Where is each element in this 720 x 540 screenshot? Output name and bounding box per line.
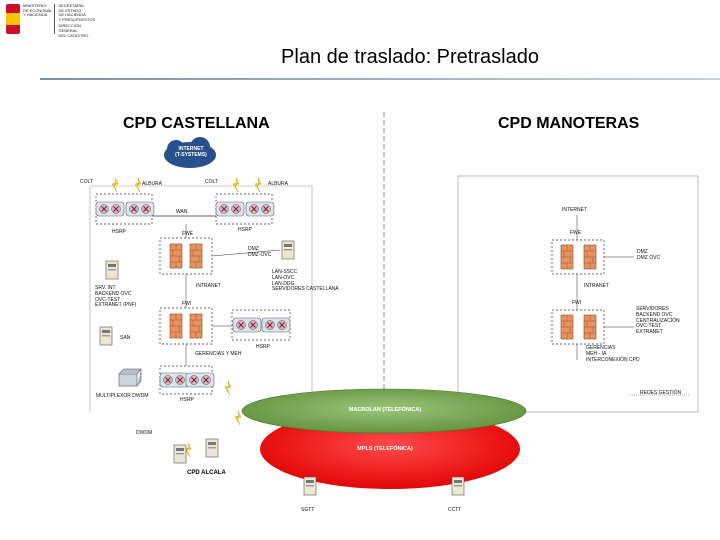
cctt-label: CCTT: [448, 507, 462, 513]
router-icon: [159, 372, 189, 388]
link-bolt-icon: [234, 410, 242, 426]
internet-cloud-label: INTERNET (T-SYSTEMS): [175, 146, 207, 158]
intranet-label: INTRANET: [584, 283, 609, 289]
firewall-icon: [583, 314, 597, 340]
coat-of-arms-icon: [6, 4, 20, 34]
manoteras-title: CPD MANOTERAS: [498, 115, 640, 132]
ministry-name: MINISTERIO DE ECONOMÍA Y HACIENDA: [23, 3, 52, 18]
server-icon: [105, 260, 119, 280]
link-bolt-icon: [134, 177, 142, 193]
albura-label: ALBURA: [268, 181, 289, 187]
direccion-name: DIRECCIÓN GENERAL DEL CATASTRO: [58, 23, 89, 38]
router-icon: [215, 201, 245, 217]
router-icon: [261, 317, 291, 333]
secretaria-name: SECRETARÍA DE ESTADO DE HACIENDA Y PRESU…: [58, 3, 95, 22]
servidores-label: SERVIDORES BACKEND OVC CENTRALIZACIÓN OV…: [636, 306, 680, 336]
fwe-label: FWE: [182, 231, 194, 237]
intranet-label: INTRANET: [196, 283, 221, 289]
macrolan-cloud: [241, 388, 527, 434]
router-icon: [95, 201, 125, 217]
cpd-alcala-label: CPD ALCALA: [187, 470, 226, 476]
link-bolt-icon: [232, 177, 240, 193]
firewall-icon: [560, 314, 574, 340]
macrolan-label: MACROLAN (TELEFÓNICA): [348, 407, 422, 413]
manoteras-boundary: [457, 175, 699, 413]
firewall-icon: [189, 243, 203, 269]
dmz-label: DMZ DMZ-OVC: [248, 246, 272, 258]
multiplexor-icon: [118, 368, 142, 387]
link-bolt-icon: [254, 177, 262, 193]
alcala-server-icon: [173, 444, 187, 464]
redes-gestion-label: REDES GESTIÓN: [640, 390, 682, 396]
firewall-icon: [169, 243, 183, 269]
castellana-boundary: [89, 185, 313, 412]
page-title: Plan de traslado: Pretraslado: [281, 46, 539, 68]
firewall-icon: [583, 244, 597, 270]
link-bolt-icon: [111, 177, 119, 193]
router-icon: [245, 201, 275, 217]
multiplexor-label: MULTIPLEXOR DWDM: [96, 393, 149, 399]
hsrp-label: HSRP: [112, 229, 126, 235]
firewall-icon: [560, 244, 574, 270]
link-bolt-icon: [224, 380, 232, 396]
sgtt-label: SGTT: [301, 507, 315, 513]
title-divider: [40, 78, 720, 80]
firewall-icon: [189, 313, 203, 339]
gerencias-label: GERENCIAS MEH - IA INTERCONEXIÓN CPD: [586, 345, 640, 363]
wan-label: WAN: [176, 209, 188, 215]
router-icon: [125, 201, 155, 217]
lan-labels: LAN-SSCC LAN-OVC LAN-DDG SERVIDORES CAST…: [272, 269, 339, 293]
dmz-label: DMZ DMZ OVC: [637, 249, 661, 261]
internet-label: INTERNET: [562, 207, 587, 213]
castellana-title: CPD CASTELLANA: [123, 115, 270, 132]
mpls-label: MPLS (TELEFÓNICA): [357, 446, 413, 452]
dmz-server-icon: [281, 240, 295, 260]
server-labels: SRV. INT BACKEND OVC OVC-TEST EXTRANET (…: [95, 285, 137, 309]
internet-cloud: [164, 137, 216, 168]
fwi-label: FWI: [182, 301, 192, 307]
router-icon: [232, 317, 262, 333]
sgtt-server-icon: [303, 476, 317, 496]
fwe-label: FWE: [570, 230, 582, 236]
hsrp-label: HSRP: [180, 397, 194, 403]
san-label: SAN: [120, 335, 131, 341]
hsrp-label: HSRP: [256, 344, 270, 350]
albura-label: ALBURA: [142, 181, 163, 187]
ministry-logo: MINISTERIO DE ECONOMÍA Y HACIENDA SECRET…: [6, 3, 134, 38]
colt-label: COLT: [205, 179, 218, 185]
san-storage-icon: [99, 326, 113, 346]
router-icon: [185, 372, 215, 388]
colt-label: COLT: [80, 179, 93, 185]
alcala-server-icon: [205, 438, 219, 458]
cctt-server-icon: [451, 476, 465, 496]
gerencias-label: GERENCIAS Y MEH: [195, 351, 242, 357]
firewall-icon: [169, 313, 183, 339]
hsrp-label: HSRP: [238, 227, 252, 233]
fwi-label: FWI: [572, 300, 582, 306]
dwdm-label: DWDM: [136, 430, 153, 436]
